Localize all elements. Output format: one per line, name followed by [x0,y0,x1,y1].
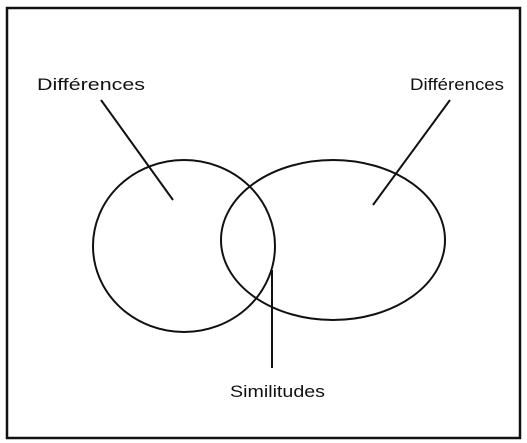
similarities-label: Similitudes [230,382,325,401]
right-differences-label: Différences [410,75,504,94]
left-leader-line [100,99,174,201]
left-differences-label: Différences [37,75,145,94]
left-circle [92,159,276,333]
diagram-frame [5,6,522,440]
right-leader-line [372,99,451,206]
right-circle [220,159,446,321]
